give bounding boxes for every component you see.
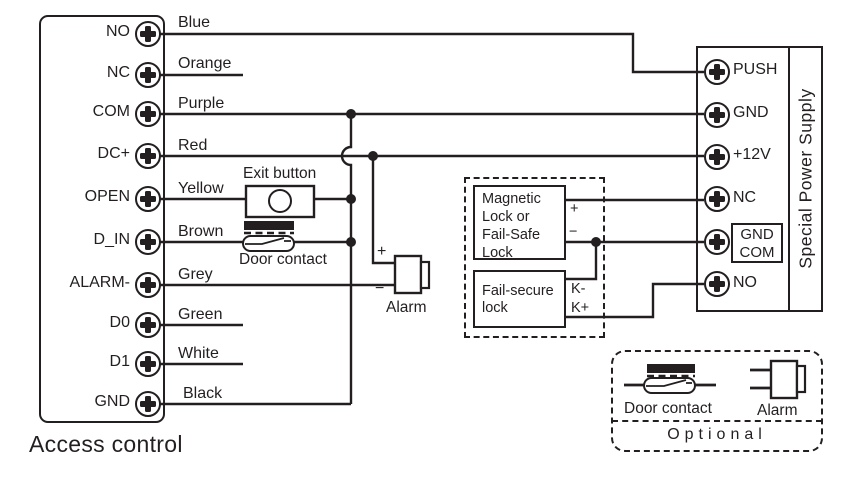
- screw-nc-icon: [135, 62, 161, 88]
- door-contact-label: Door contact: [239, 251, 327, 268]
- wire-red-branch-to-alarm-plus: [371, 156, 395, 265]
- optional-title: Optional: [667, 426, 767, 443]
- wire-label-orange: Orange: [178, 55, 232, 72]
- power-supply-divider: [788, 46, 790, 312]
- screw-push-icon: [704, 59, 730, 85]
- optional-box: [611, 350, 823, 452]
- psu-terminal-no: NO: [733, 274, 757, 291]
- terminal-label-dc: DC+: [97, 145, 130, 162]
- wire-label-purple: Purple: [178, 95, 225, 112]
- terminal-label-d1: D1: [109, 353, 130, 370]
- wire-label-green: Green: [178, 306, 223, 323]
- screw-no-icon: [135, 21, 161, 47]
- wire-label-grey: Grey: [178, 266, 213, 283]
- screw-d0-icon: [135, 312, 161, 338]
- wire-label-black: Black: [183, 385, 223, 402]
- screw-alarm-icon: [135, 272, 161, 298]
- alarm-minus-label: −: [375, 280, 385, 297]
- screw-psu-no-icon: [704, 271, 730, 297]
- wire-common-vertical-with-hop: [340, 114, 353, 404]
- alarm-plus-label: +: [377, 243, 387, 260]
- terminal-label-gnd: GND: [94, 393, 130, 410]
- power-supply-box: [696, 46, 823, 312]
- power-supply-title: Special Power Supply: [795, 88, 816, 269]
- psu-terminal-gnd: GND: [733, 104, 769, 121]
- door-contact-symbol: [242, 221, 295, 252]
- wire-blue-no-to-push: [160, 32, 704, 74]
- psu-terminal-push: PUSH: [733, 61, 778, 78]
- wire-label-white: White: [178, 345, 219, 362]
- k-minus-label: K-: [571, 281, 586, 297]
- alarm-label: Alarm: [386, 299, 427, 316]
- wire-label-yellow: Yellow: [178, 180, 224, 197]
- terminal-label-no: NO: [106, 23, 130, 40]
- lock-minus-label: −: [569, 224, 578, 240]
- lock-plus-label: +: [570, 201, 579, 217]
- terminal-label-alarm: ALARM-: [69, 274, 130, 291]
- access-control-title: Access control: [29, 431, 183, 457]
- screw-open-icon: [135, 186, 161, 212]
- wire-label-brown: Brown: [178, 223, 224, 240]
- terminal-label-din: D_IN: [93, 231, 130, 248]
- alarm-symbol: [393, 254, 431, 295]
- wire-kminus-branch: [566, 242, 598, 281]
- terminal-label-nc: NC: [106, 64, 130, 81]
- psu-terminal-nc: NC: [733, 189, 757, 206]
- optional-divider: [612, 420, 822, 422]
- optional-door-contact-symbol: [624, 364, 716, 394]
- screw-dc-icon: [135, 143, 161, 169]
- wire-kplus-to-no: [566, 282, 704, 319]
- exit-button-symbol: [244, 184, 316, 219]
- optional-alarm-symbol: [750, 359, 807, 400]
- junction-dots: [346, 109, 601, 247]
- screw-psu-gnd-icon: [704, 102, 730, 128]
- lock-options-box: [464, 177, 605, 338]
- screw-12v-icon: [704, 144, 730, 170]
- k-plus-label: K+: [571, 300, 590, 316]
- screw-com-icon: [135, 101, 161, 127]
- terminal-label-d0: D0: [109, 314, 130, 331]
- screw-gnd-icon: [135, 391, 161, 417]
- wire-label-blue: Blue: [178, 14, 211, 31]
- psu-terminal-12v: +12V: [733, 146, 771, 163]
- optional-door-contact-label: Door contact: [624, 400, 712, 417]
- optional-alarm-label: Alarm: [757, 402, 798, 419]
- psu-terminal-gndcom: GND COM: [731, 223, 783, 263]
- fail-secure-lock-box: Fail-secure lock: [473, 270, 566, 328]
- screw-d1-icon: [135, 351, 161, 377]
- terminal-label-open: OPEN: [84, 188, 130, 205]
- screw-psu-nc-icon: [704, 186, 730, 212]
- screw-din-icon: [135, 229, 161, 255]
- terminal-label-com: COM: [92, 103, 130, 120]
- magnetic-lock-box: Magnetic Lock or Fail-Safe Lock: [473, 185, 566, 261]
- wire-label-red: Red: [178, 137, 208, 154]
- exit-button-label: Exit button: [243, 165, 317, 182]
- screw-gndcom-icon: [704, 229, 730, 255]
